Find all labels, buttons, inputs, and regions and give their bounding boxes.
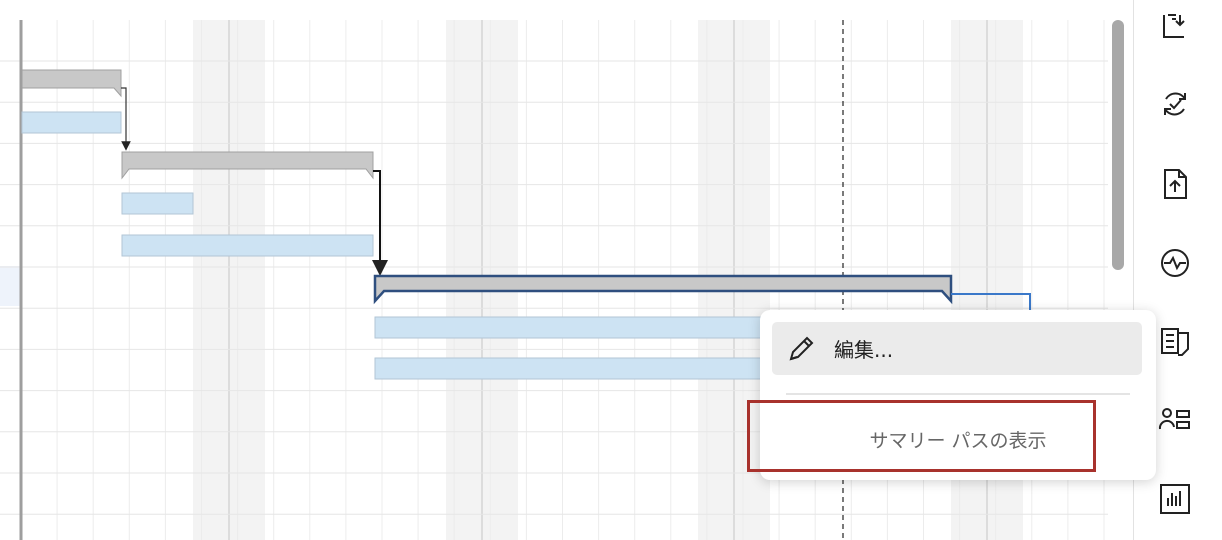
summary-bar[interactable] bbox=[121, 151, 374, 180]
week-lines bbox=[228, 20, 988, 540]
upload-file-icon[interactable] bbox=[1157, 166, 1193, 202]
row-highlight bbox=[0, 266, 20, 306]
sync-icon[interactable] bbox=[1157, 86, 1193, 122]
task-bar[interactable] bbox=[374, 357, 796, 380]
dependency-arrow-selected bbox=[951, 293, 1031, 312]
edit-menu-item[interactable]: 編集... bbox=[772, 322, 1142, 375]
pencil-icon bbox=[789, 336, 814, 360]
context-menu: 編集... サマリー パスの表示 bbox=[760, 310, 1156, 480]
edit-menu-label: 編集... bbox=[834, 338, 894, 362]
activity-icon[interactable] bbox=[1157, 245, 1193, 281]
task-bar[interactable] bbox=[121, 234, 374, 257]
task-bar[interactable] bbox=[121, 192, 194, 215]
menu-divider bbox=[786, 393, 1130, 395]
show-summary-path-menu-item[interactable]: サマリー パスの表示 bbox=[869, 429, 1047, 452]
task-bar[interactable] bbox=[21, 111, 122, 134]
export-icon[interactable] bbox=[1157, 10, 1193, 46]
task-bar[interactable] bbox=[374, 316, 796, 339]
selected-summary-bar[interactable] bbox=[373, 274, 953, 305]
summary-bar[interactable] bbox=[21, 69, 122, 98]
chart-icon[interactable] bbox=[1157, 481, 1193, 517]
dependency-arrow bbox=[121, 87, 131, 151]
report-icon[interactable] bbox=[1157, 324, 1193, 360]
dependency-arrow bbox=[372, 170, 388, 276]
vertical-scrollbar[interactable] bbox=[1112, 20, 1124, 270]
resource-icon[interactable] bbox=[1157, 402, 1193, 438]
